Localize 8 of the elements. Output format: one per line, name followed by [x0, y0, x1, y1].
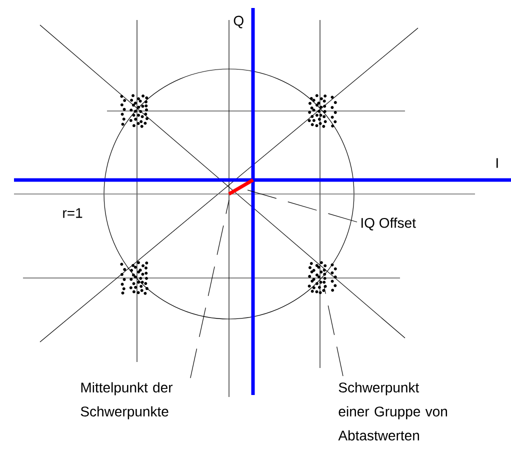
callout-text: Schwerpunkt einer Gruppe von Abtastwerten: [338, 382, 447, 440]
callout-text: IQ Offset: [362, 218, 416, 230]
leader-line: [324, 286, 344, 376]
leader-line: [190, 200, 230, 378]
axis-label: Q: [234, 16, 244, 28]
callout-text: Mittelpunkt der Schwerpunkte: [80, 382, 173, 420]
axis-label: I: [496, 158, 498, 168]
radius-label: r=1: [63, 208, 82, 218]
